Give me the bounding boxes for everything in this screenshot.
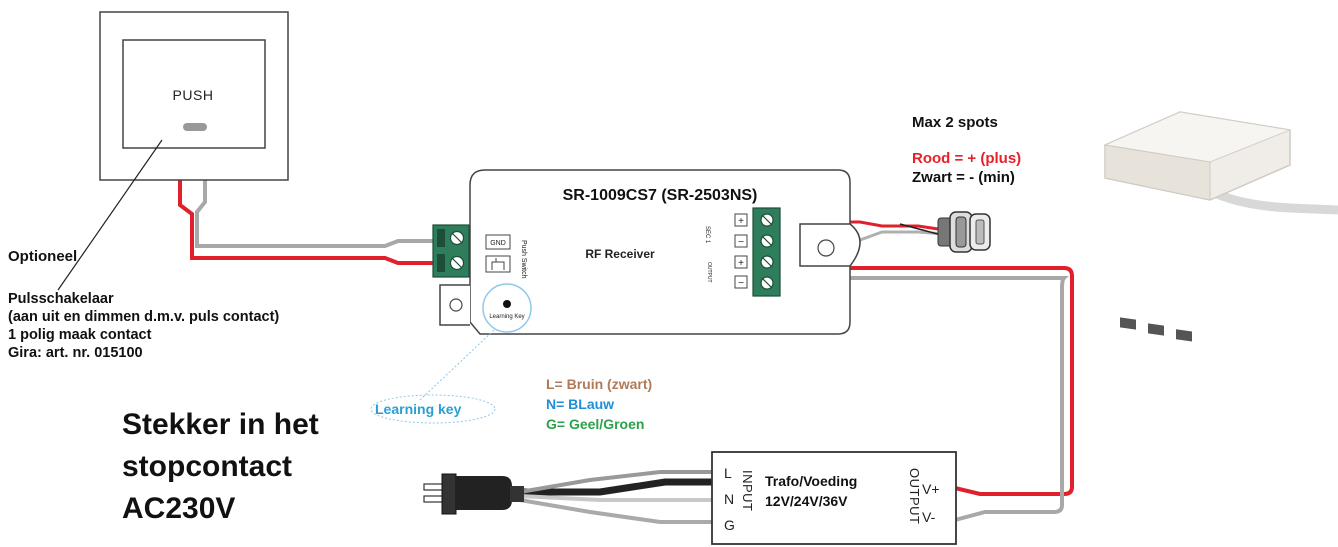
- wire-plug-grey-mid: [519, 494, 712, 502]
- push-switch-text: Push Switch: [520, 240, 527, 279]
- push-switch: PUSH: [99, 11, 289, 181]
- right-tab-hole: [817, 239, 835, 257]
- receiver-type: RF Receiver: [585, 247, 655, 261]
- psu-n: N: [724, 491, 734, 507]
- plus-sign-1: +: [738, 216, 744, 227]
- output-label-receiver: OUTPUT: [706, 262, 712, 283]
- junction-port: [1120, 317, 1136, 330]
- minus-sign-1: −: [738, 237, 744, 248]
- plug-text-1: Stekker in het: [122, 408, 319, 441]
- wire-switch-grey: [195, 178, 438, 248]
- junction-box-front: [1104, 144, 1211, 201]
- psu-input: INPUT: [740, 470, 755, 512]
- plus-sign-2: +: [738, 258, 744, 269]
- plug-prong-bottom: [423, 495, 445, 503]
- junction-port: [1176, 329, 1192, 342]
- terminal-slot: [437, 229, 445, 247]
- switch-symbol-box: [485, 255, 511, 273]
- sec-label: SEC 1: [704, 226, 710, 244]
- optional-heading: Optioneel: [8, 248, 78, 265]
- optional-line-2: (aan uit en dimmen d.m.v. puls contact): [8, 309, 280, 325]
- plug-body: [455, 476, 512, 510]
- gnd-box: [485, 234, 511, 250]
- psu-title: Trafo/Voeding: [765, 473, 857, 489]
- terminal-slot: [437, 254, 445, 272]
- power-plug: [423, 473, 524, 515]
- minus-box-1: [734, 234, 748, 248]
- learning-key-button: [503, 300, 511, 308]
- plug-prong-top: [423, 483, 445, 491]
- spots-zwart: Zwart = - (min): [912, 169, 1015, 186]
- optional-line-1: Pulsschakelaar: [8, 291, 114, 307]
- wire-color-l: L= Bruin (zwart): [546, 376, 653, 392]
- gnd-label: GND: [490, 240, 506, 247]
- spots-rood: Rood = + (plus): [912, 150, 1022, 167]
- spot-connector: [937, 211, 991, 253]
- connector-socket-inner: [975, 219, 985, 245]
- psu-voltages: 12V/24V/36V: [765, 493, 848, 509]
- psu-box: [711, 451, 957, 545]
- optional-line-3: 1 polig maak contact: [8, 327, 152, 343]
- wire-color-g: G= Geel/Groen: [546, 416, 645, 432]
- wire-plug-grey-top: [519, 470, 712, 494]
- junction-box: [1103, 111, 1338, 342]
- optional-notes: Pulsschakelaar (aan uit en dimmen d.m.v.…: [8, 290, 279, 362]
- psu-output: OUTPUT: [907, 468, 922, 524]
- wire-plug-black: [475, 478, 712, 496]
- junction-port: [1148, 323, 1164, 336]
- connector-grip: [955, 216, 967, 248]
- learning-key-ellipse: [370, 394, 496, 424]
- wire-color-n: N= BLauw: [546, 396, 615, 412]
- psu-g: G: [724, 517, 735, 533]
- psu-l: L: [724, 465, 732, 481]
- leader-line-switch: [57, 139, 163, 291]
- plus-box-2: [734, 255, 748, 269]
- minus-sign-2: −: [738, 278, 744, 289]
- wire-psu-grey: [780, 276, 1069, 522]
- wire-switch-red: [178, 178, 438, 265]
- learning-key-pointer: [419, 329, 495, 401]
- left-tab-slot: [449, 298, 463, 312]
- wire-plug-grey-bot: [519, 498, 712, 524]
- push-switch-led: [183, 123, 207, 131]
- spots-max: Max 2 spots: [912, 114, 998, 131]
- rf-receiver: GND Push Switch Learning Key SR-1009CS7 …: [432, 169, 861, 335]
- plug-cable-boot: [510, 486, 524, 502]
- push-switch-label: PUSH: [173, 87, 214, 103]
- psu: L N G INPUT Trafo/Voeding 12V/24V/36V OU…: [711, 451, 957, 545]
- switch-symbol: [491, 258, 505, 270]
- minus-box-2: [734, 275, 748, 289]
- psu-vminus: V-: [922, 509, 936, 525]
- learning-key-callout: Learning key: [375, 401, 462, 417]
- plug-text-3: AC230V: [122, 492, 236, 525]
- receiver-model: SR-1009CS7 (SR-2503NS): [563, 187, 758, 204]
- plus-box-1: [734, 213, 748, 227]
- learning-key-text: Learning Key: [489, 314, 524, 320]
- psu-vplus: V+: [922, 481, 940, 497]
- wire-psu-red: [780, 260, 1074, 496]
- plug-text-2: stopcontact: [122, 450, 293, 483]
- plug-face: [441, 473, 457, 515]
- optional-line-4: Gira: art. nr. 015100: [8, 345, 143, 361]
